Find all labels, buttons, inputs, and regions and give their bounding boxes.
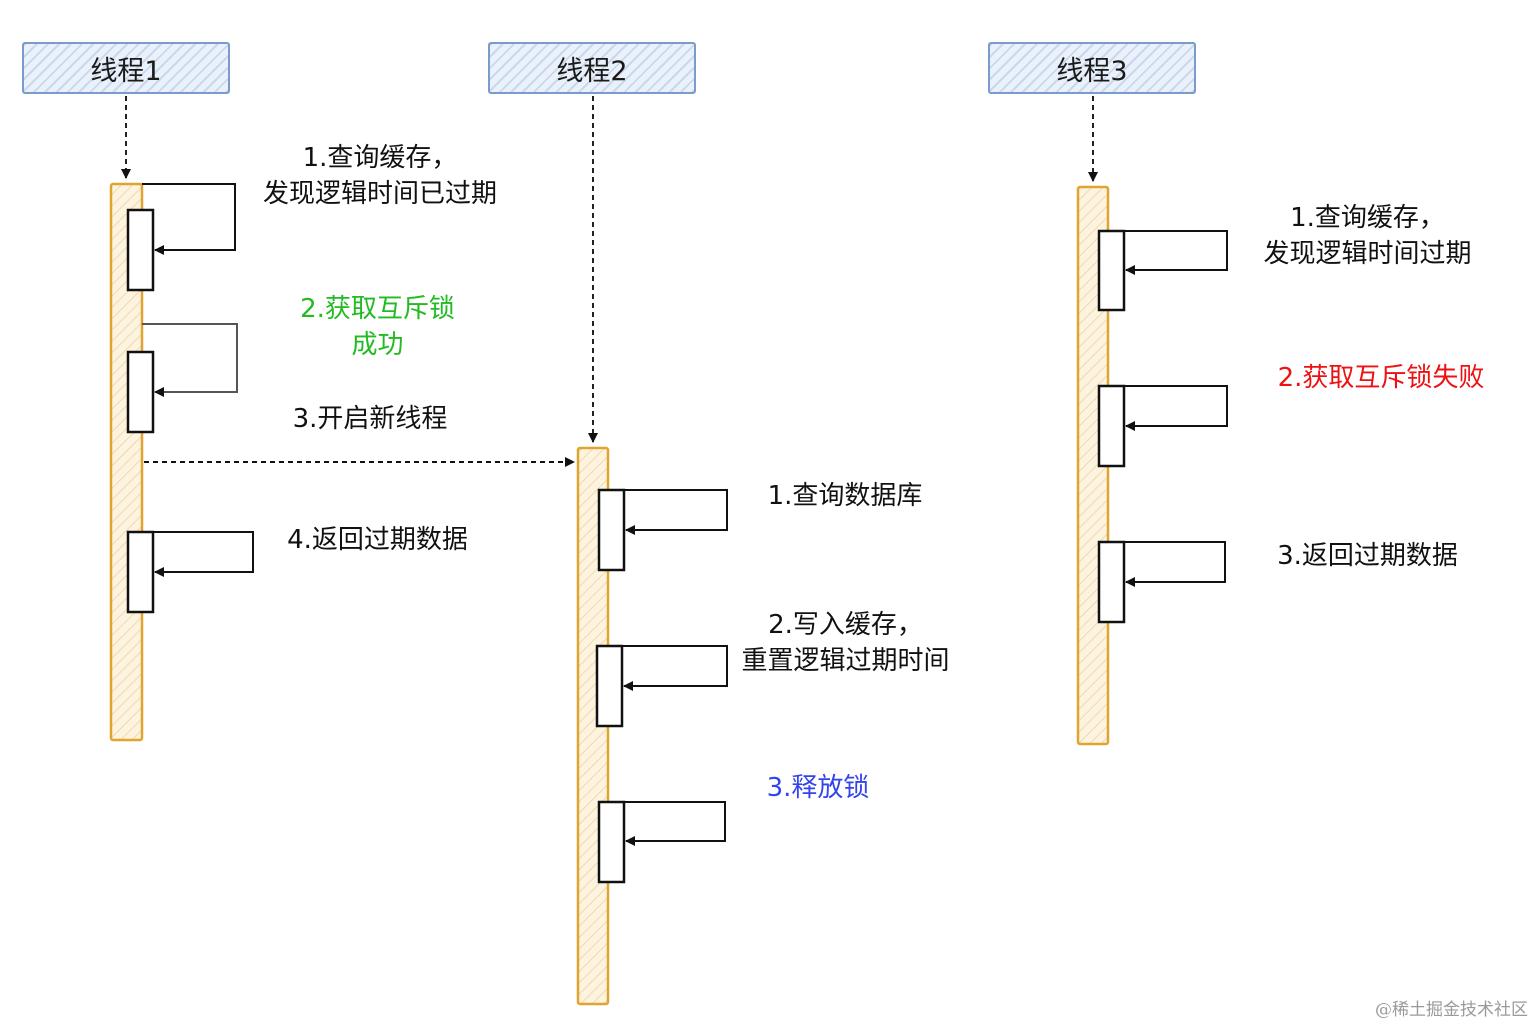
execution-box xyxy=(597,800,626,884)
execution-box xyxy=(126,350,155,434)
thread-3-step-3-label: 3.返回过期数据 xyxy=(1277,541,1458,571)
self-call-arrow xyxy=(142,183,236,255)
self-call-arrow xyxy=(624,801,726,846)
thread-3-step-2-label: 2.获取互斥锁失败 xyxy=(1277,363,1485,393)
thread-2-header: 线程2 xyxy=(488,42,696,94)
self-call-arrow xyxy=(1124,385,1228,431)
watermark: @稀土掘金技术社区 xyxy=(1375,1000,1528,1020)
execution-box xyxy=(1097,229,1126,312)
thread-1-title: 线程1 xyxy=(90,55,162,87)
thread-2-title: 线程2 xyxy=(556,55,628,87)
thread-1-header: 线程1 xyxy=(22,42,230,94)
thread-1-step-4-label: 4.返回过期数据 xyxy=(287,525,468,555)
self-call-arrow xyxy=(1124,541,1226,587)
thread-3-title: 线程3 xyxy=(1056,55,1128,87)
self-call-arrow xyxy=(142,323,238,397)
thread-2-step-3-label: 3.释放锁 xyxy=(766,773,870,803)
execution-box xyxy=(595,644,624,728)
self-call-arrow xyxy=(1124,230,1228,275)
execution-box xyxy=(1097,384,1126,468)
thread-2-step-1-label: 1.查询数据库 xyxy=(767,481,923,511)
thread-1-step-1-label: 1.查询缓存， 发现逻辑时间已过期 xyxy=(262,143,497,209)
self-call-arrow xyxy=(153,531,254,577)
thread-1-step-2-label: 2.获取互斥锁 成功 xyxy=(300,294,455,360)
thread-2-step-2-label: 2.写入缓存， 重置逻辑过期时间 xyxy=(741,610,950,676)
thread-3-step-1-label: 1.查询缓存， 发现逻辑时间过期 xyxy=(1263,203,1472,269)
thread-1-step-3-label: 3.开启新线程 xyxy=(292,404,448,434)
thread-3-header: 线程3 xyxy=(988,42,1196,94)
execution-box xyxy=(1097,540,1126,624)
execution-box xyxy=(597,488,626,572)
execution-box xyxy=(126,530,155,614)
execution-box xyxy=(126,208,155,292)
self-call-arrow xyxy=(622,645,728,691)
self-call-arrow xyxy=(624,489,728,535)
